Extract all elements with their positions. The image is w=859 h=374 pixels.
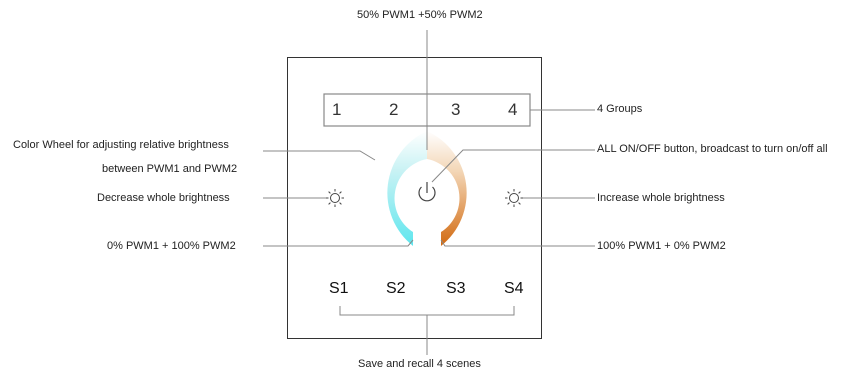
leader-on-off xyxy=(431,149,595,183)
color-wheel-warm-half[interactable] xyxy=(427,131,467,246)
scene-button-s1[interactable]: S1 xyxy=(329,280,349,297)
label-all-on-off: ALL ON/OFF button, broadcast to turn on/… xyxy=(597,143,828,155)
group-button-1[interactable]: 1 xyxy=(332,100,342,119)
sun-icon-decrease[interactable] xyxy=(326,189,344,207)
scene-button-s2[interactable]: S2 xyxy=(386,280,406,297)
leader-lines xyxy=(263,30,595,355)
leader-scenes-bracket xyxy=(339,306,515,316)
label-zero-pwm1: 0% PWM1 + 100% PWM2 xyxy=(107,240,236,252)
leader-zero-pwm1 xyxy=(263,239,414,247)
group-button-4[interactable]: 4 xyxy=(508,100,518,119)
label-increase-brightness: Increase whole brightness xyxy=(597,192,725,204)
label-4-groups: 4 Groups xyxy=(597,103,643,115)
label-color-wheel-line2: between PWM1 and PWM2 xyxy=(102,163,238,175)
scene-button-s4[interactable]: S4 xyxy=(504,280,524,297)
sun-icon-increase[interactable] xyxy=(505,189,523,207)
leader-color-wheel xyxy=(263,150,376,161)
label-hundred-pwm1: 100% PWM1 + 0% PWM2 xyxy=(597,240,726,252)
color-wheel-cool-half[interactable] xyxy=(387,131,427,246)
label-scenes: Save and recall 4 scenes xyxy=(358,358,481,370)
leader-hundred-pwm1 xyxy=(440,239,595,247)
label-top-50-50: 50% PWM1 +50% PWM2 xyxy=(357,9,483,21)
group-button-2[interactable]: 2 xyxy=(389,100,399,119)
scene-button-s3[interactable]: S3 xyxy=(446,280,466,297)
power-icon[interactable] xyxy=(418,182,436,202)
label-decrease-brightness: Decrease whole brightness xyxy=(97,192,230,204)
group-button-3[interactable]: 3 xyxy=(451,100,461,119)
label-color-wheel-line1: Color Wheel for adjusting relative brigh… xyxy=(13,139,229,151)
